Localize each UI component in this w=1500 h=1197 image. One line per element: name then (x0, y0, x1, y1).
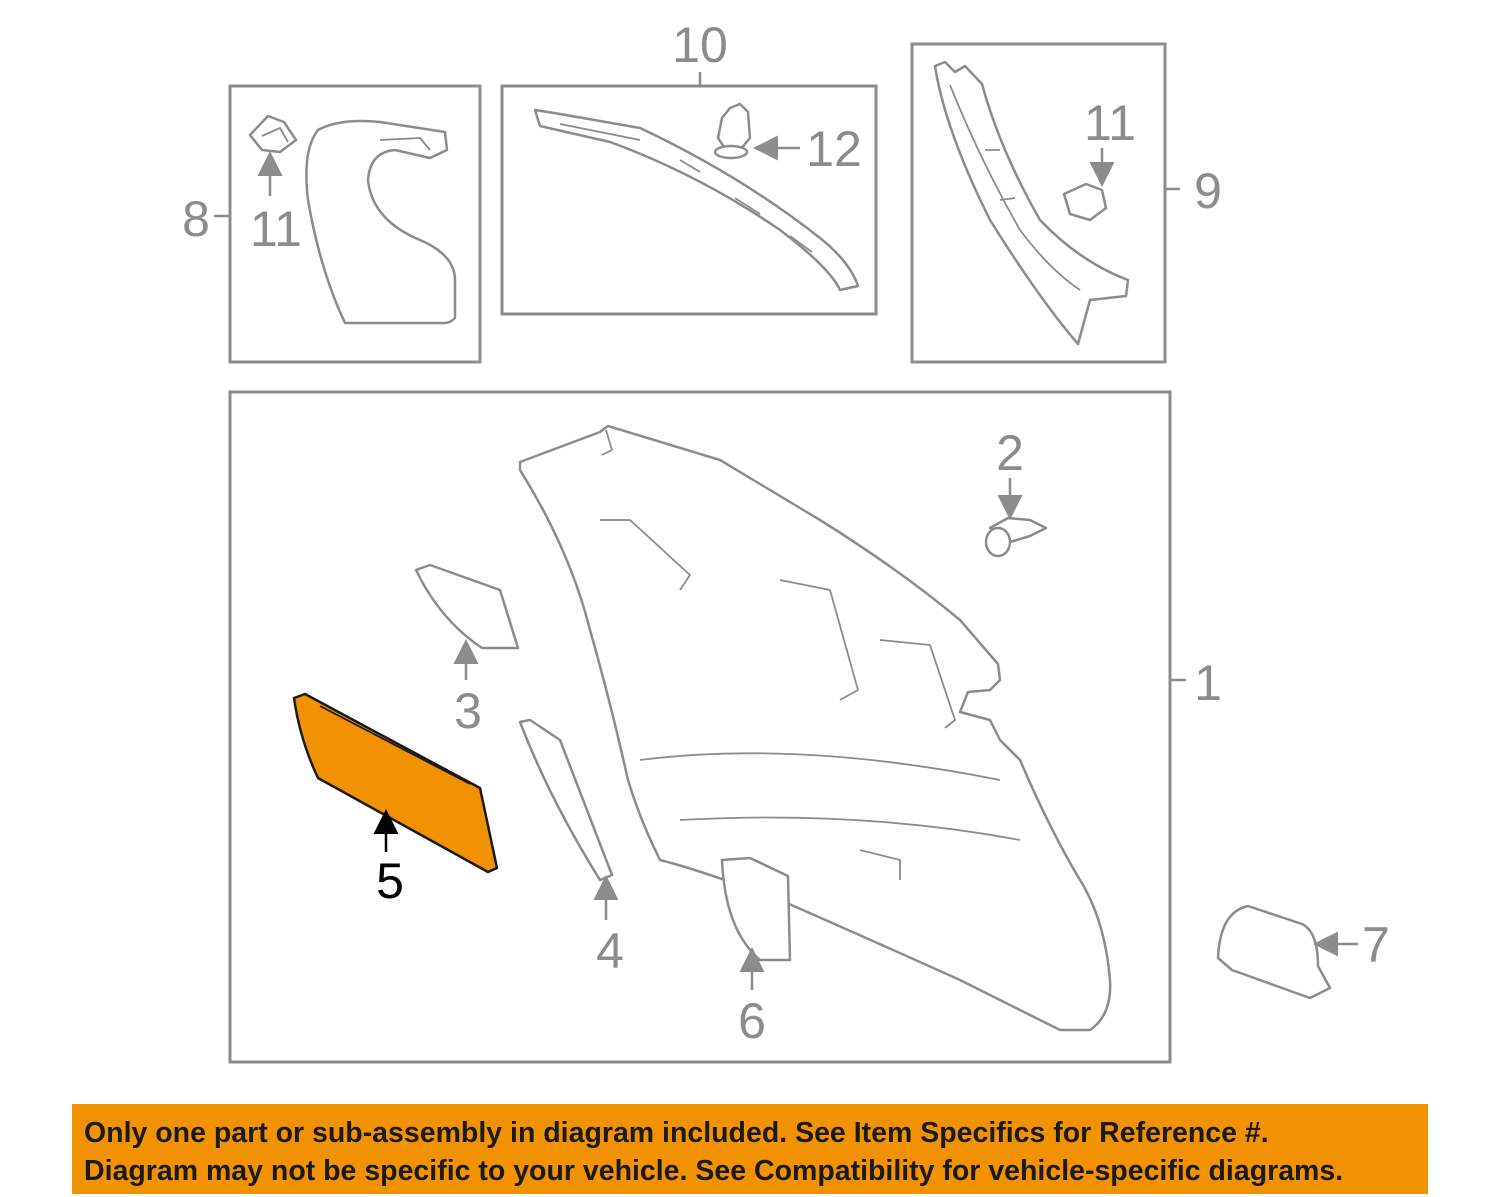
part-3-cover[interactable] (414, 563, 520, 650)
parts-diagram: 10 8 11 12 11 9 2 1 3 5 4 6 7 (182, 17, 1390, 1064)
part-9-pillar-trim[interactable] (933, 60, 1130, 346)
callout-10: 10 (672, 17, 728, 73)
callout-5: 5 (376, 853, 404, 909)
disclaimer-banner: Only one part or sub-assembly in diagram… (72, 1104, 1428, 1194)
callout-11-left: 11 (250, 201, 302, 257)
callout-1: 1 (1194, 655, 1222, 711)
part-6-cover[interactable] (720, 856, 792, 962)
callout-11-right: 11 (1084, 95, 1136, 151)
part-11-clip-left[interactable] (248, 114, 298, 154)
part-7-handle-pocket[interactable] (1216, 904, 1332, 1000)
part-5-scuff-plate-highlighted[interactable] (292, 692, 499, 874)
callout-7: 7 (1362, 917, 1390, 973)
callout-2: 2 (996, 425, 1024, 481)
callout-labels: 10 8 11 12 11 9 2 1 3 5 4 6 7 (182, 17, 1390, 1049)
part-1-liftgate-trim-panel[interactable] (518, 424, 1112, 1032)
callout-3: 3 (454, 683, 482, 739)
leader-lines (214, 72, 1358, 990)
box-8-quarter-trim (228, 84, 482, 364)
box-1-liftgate-trim (228, 390, 1172, 1064)
callout-4: 4 (596, 923, 624, 979)
box-9-pillar-trim (910, 42, 1167, 364)
part-4-bracket[interactable] (518, 718, 614, 882)
callout-6: 6 (738, 993, 766, 1049)
part-8-trim-panel[interactable] (305, 119, 457, 325)
callout-8: 8 (182, 191, 210, 247)
part-12-clip[interactable] (716, 102, 752, 152)
box-10-upper-trim (500, 84, 878, 316)
callout-9: 9 (1194, 163, 1222, 219)
disclaimer-line-1: Only one part or sub-assembly in diagram… (84, 1117, 1269, 1149)
disclaimer-line-2: Diagram may not be specific to your vehi… (84, 1155, 1344, 1187)
callout-12: 12 (806, 121, 862, 177)
part-10-upper-garnish[interactable] (533, 108, 860, 292)
part-11-clip-right[interactable] (1062, 182, 1108, 222)
